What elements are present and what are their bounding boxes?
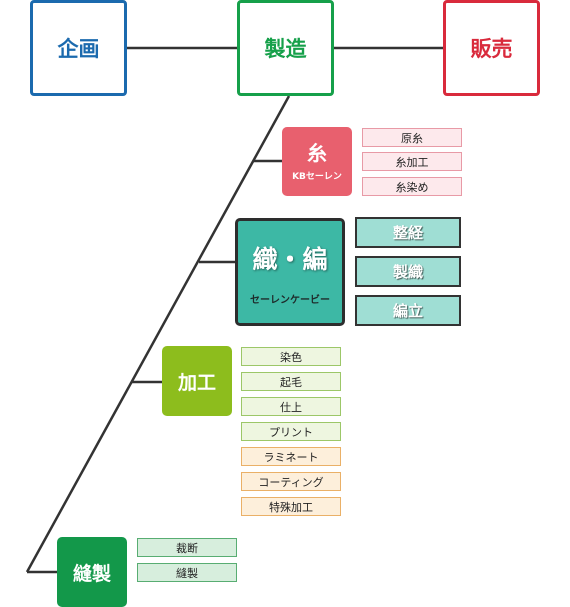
weave-stage-title: 織・編 bbox=[252, 244, 328, 274]
weave-item: 製織 bbox=[355, 256, 461, 287]
sales-label: 販売 bbox=[470, 37, 513, 61]
manufacture-box: 製造 bbox=[237, 0, 334, 96]
process-item: 染色 bbox=[241, 347, 341, 366]
weave-item: 編立 bbox=[355, 295, 461, 326]
process-item: 起毛 bbox=[241, 372, 341, 391]
thread-stage-company: KBセーレン bbox=[292, 172, 342, 182]
thread-item: 糸染め bbox=[362, 177, 462, 196]
plan-box: 企画 bbox=[30, 0, 127, 96]
weave-item: 整経 bbox=[355, 217, 461, 248]
process-item: プリント bbox=[241, 422, 341, 441]
process-trunk-line bbox=[25, 95, 291, 573]
process-item: 仕上 bbox=[241, 397, 341, 416]
process-item: 特殊加工 bbox=[241, 497, 341, 516]
process-stage-title: 加工 bbox=[177, 371, 216, 394]
sew-item: 裁断 bbox=[137, 538, 237, 557]
thread-item: 糸加工 bbox=[362, 152, 462, 171]
sew-item: 縫製 bbox=[137, 563, 237, 582]
weave-stage-box: 織・編 セーレンケービー bbox=[235, 218, 345, 326]
plan-label: 企画 bbox=[57, 37, 100, 61]
sales-box: 販売 bbox=[443, 0, 540, 96]
thread-stage-title: 糸 bbox=[307, 141, 327, 165]
thread-stage-box: 糸 KBセーレン bbox=[282, 127, 352, 196]
sew-stage-box: 縫製 bbox=[57, 537, 127, 607]
weave-stage-company: セーレンケービー bbox=[250, 294, 330, 306]
process-stage-box: 加工 bbox=[162, 346, 232, 416]
process-item: ラミネート bbox=[241, 447, 341, 466]
thread-item: 原糸 bbox=[362, 128, 462, 147]
process-item: コーティング bbox=[241, 472, 341, 491]
sew-stage-title: 縫製 bbox=[72, 562, 111, 585]
manufacture-label: 製造 bbox=[264, 37, 307, 61]
